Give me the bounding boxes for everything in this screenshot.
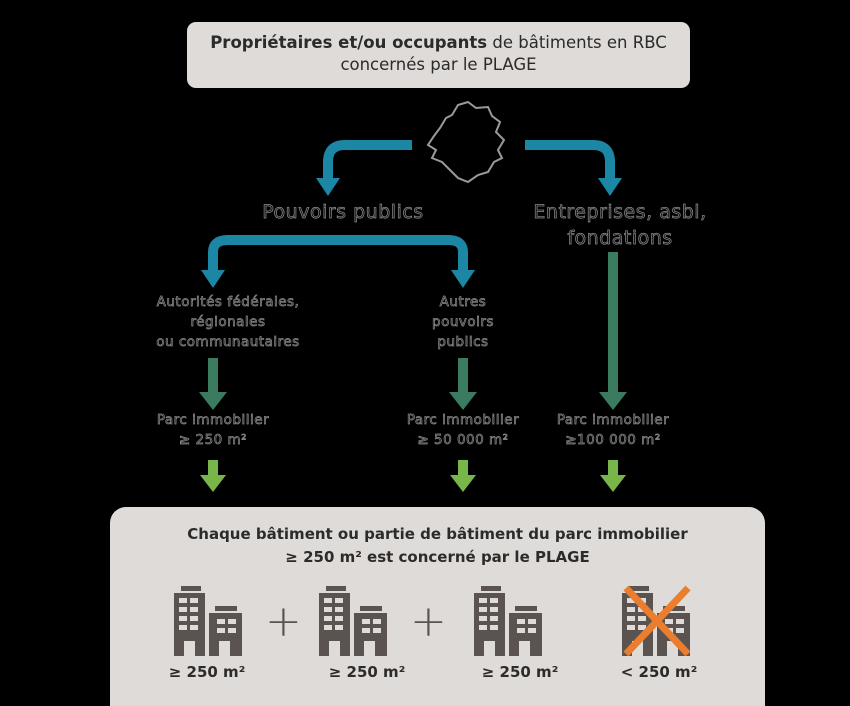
lightgreen-arrow: [208, 460, 218, 476]
arrow-to-private: [525, 140, 615, 180]
header-rest: de bâtiments en RBC: [487, 33, 667, 52]
public-split-arrow: [208, 235, 468, 272]
building-icon: [319, 586, 389, 660]
lightgreen-arrow: [458, 460, 468, 476]
building-icon: [174, 586, 244, 660]
branch-public: Pouvoirs publics: [262, 201, 424, 224]
arrow-head: [199, 392, 227, 410]
arrow-to-public: [323, 140, 412, 180]
threshold-line: Parc immobilier: [556, 412, 670, 429]
green-arrow-federal: [208, 358, 218, 394]
arrow-head: [316, 178, 340, 196]
plus-sign: +: [265, 596, 302, 647]
sub-other-line: Autres: [439, 294, 487, 311]
sub-federal-line: Autorités fédérales,: [156, 294, 300, 311]
arrow-head: [449, 392, 477, 410]
threshold-federal: Parc immobilier ≥ 250 m²: [128, 410, 298, 450]
building-icon: [474, 586, 544, 660]
arrow-head: [451, 270, 475, 288]
threshold-private: Parc immobilier ≥100 000 m²: [528, 410, 698, 450]
threshold-other: Parc immobilier ≥ 50 000 m²: [378, 410, 548, 450]
sub-federal-line: ou communautaires: [156, 334, 300, 351]
branch-private: Entreprises, asbl, fondations: [500, 199, 740, 251]
branch-private-line: Entreprises, asbl,: [533, 201, 707, 224]
threshold-line: ≥ 250 m²: [178, 432, 248, 449]
threshold-line: ≥100 000 m²: [565, 432, 661, 449]
result-title: Chaque bâtiment ou partie de bâtiment du…: [110, 523, 765, 569]
cross-icon: [623, 585, 691, 657]
sub-federal: Autorités fédérales, régionales ou commu…: [113, 292, 343, 352]
brussels-map-icon: [426, 100, 506, 184]
plus-sign: +: [410, 596, 447, 647]
threshold-line: Parc immobilier: [156, 412, 270, 429]
green-arrow-other: [458, 358, 468, 394]
header-bold: Propriétaires et/ou occupants: [210, 33, 488, 52]
arrow-head: [201, 270, 225, 288]
building-label: ≥ 250 m²: [481, 663, 559, 681]
sub-other: Autres pouvoirs publics: [393, 292, 533, 352]
arrow-head: [599, 392, 627, 410]
arrow-head: [598, 178, 622, 196]
lightgreen-arrow: [608, 460, 618, 476]
sub-other-line: publics: [437, 334, 489, 351]
branch-private-line: fondations: [567, 227, 673, 250]
threshold-line: Parc immobilier: [406, 412, 520, 429]
header-box: Propriétaires et/ou occupants de bâtimen…: [187, 22, 690, 88]
sub-federal-line: régionales: [190, 314, 266, 331]
result-title-line: Chaque bâtiment ou partie de bâtiment du…: [187, 525, 688, 543]
result-title-line: ≥ 250 m² est concerné par le PLAGE: [285, 548, 590, 566]
green-arrow-private: [608, 252, 618, 394]
sub-other-line: pouvoirs: [432, 314, 494, 331]
building-label: ≥ 250 m²: [328, 663, 406, 681]
building-label: < 250 m²: [620, 663, 698, 681]
building-label: ≥ 250 m²: [168, 663, 246, 681]
header-line2: concernés par le PLAGE: [340, 55, 537, 74]
threshold-line: ≥ 50 000 m²: [417, 432, 509, 449]
